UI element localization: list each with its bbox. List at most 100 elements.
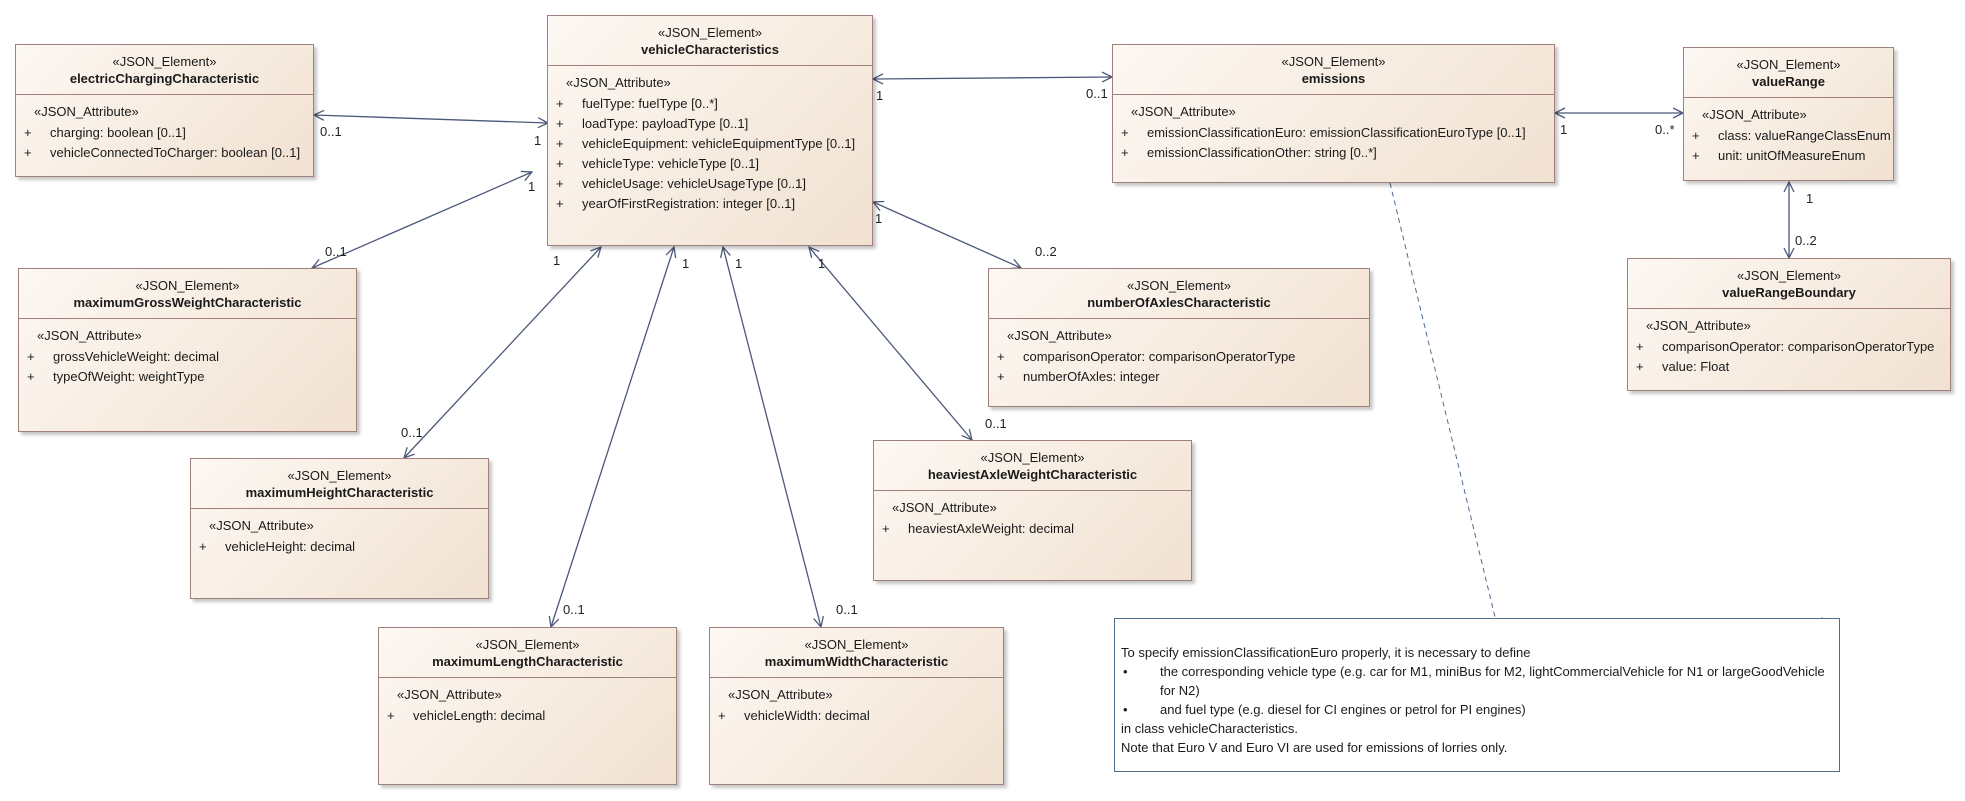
stereotype-label: «JSON_Element» — [1126, 278, 1232, 293]
attribute-row[interactable]: +class: valueRangeClassEnum — [1690, 126, 1891, 146]
attribute-row[interactable]: + vehicleConnectedToCharger: boolean [0..… — [22, 143, 307, 163]
visibility-marker: + — [24, 145, 32, 160]
note-line: Note that Euro V and Euro VI are used fo… — [1121, 740, 1508, 755]
attribute-row[interactable]: +vehicleLength: decimal — [385, 706, 670, 726]
visibility-marker: + — [387, 708, 395, 723]
class-maximum-gross-weight-characteristic[interactable]: «JSON_Element» maximumGrossWeightCharact… — [18, 268, 357, 432]
attribute-row[interactable]: +numberOfAxles: integer — [995, 367, 1363, 387]
class-name: electricChargingCharacteristic — [69, 71, 260, 86]
attribute-stereotype: «JSON_Attribute» — [1646, 318, 1751, 333]
visibility-marker: + — [997, 369, 1005, 384]
attribute-row[interactable]: +charging: boolean [0..1] — [22, 123, 307, 143]
association-gw-vc[interactable] — [312, 172, 532, 268]
attribute-row[interactable]: + heaviestAxleWeight: decimal — [880, 519, 1185, 539]
attribute-row[interactable]: +comparisonOperator: comparisonOperatorT… — [1634, 337, 1944, 357]
attribute-row[interactable]: +yearOfFirstRegistration: integer [0..1] — [554, 194, 866, 214]
multiplicity-label: 0..1 — [836, 602, 858, 617]
visibility-marker: + — [882, 521, 890, 536]
attribute-row[interactable]: + vehicleHeight: decimal — [197, 537, 482, 557]
association-width-vc[interactable] — [723, 247, 821, 627]
attribute-text: emissionClassificationEuro: emissionClas… — [1147, 125, 1526, 140]
multiplicity-label: 1 — [818, 256, 826, 271]
attribute-text: fuelType: fuelType [0..*] — [582, 96, 718, 111]
note-emission-classification[interactable]: To specify emissionClassificationEuro pr… — [1114, 618, 1840, 772]
class-electric-charging-characteristic[interactable]: «JSON_Element» electricChargingCharacter… — [15, 44, 314, 177]
attribute-row[interactable]: +comparisonOperator: comparisonOperatorT… — [995, 347, 1363, 367]
attribute-text: vehicleWidth: decimal — [744, 708, 870, 723]
attribute-text: vehicleHeight: decimal — [225, 539, 356, 554]
attribute-stereotype: «JSON_Attribute» — [1131, 104, 1236, 119]
class-name: valueRangeBoundary — [1722, 285, 1856, 300]
visibility-marker: + — [27, 369, 35, 384]
association-heavy-vc[interactable] — [809, 247, 972, 440]
attribute-stereotype: «JSON_Attribute» — [397, 687, 502, 702]
multiplicity-label: 1 — [682, 256, 690, 271]
attribute-row[interactable]: +vehicleType: vehicleType [0..1] — [554, 154, 866, 174]
attribute-row[interactable]: + vehicleWidth: decimal — [716, 706, 997, 726]
association-ec-vc[interactable] — [314, 115, 548, 123]
class-value-range[interactable]: «JSON_Element» valueRange «JSON_Attribut… — [1683, 47, 1894, 181]
attribute-stereotype: «JSON_Attribute» — [34, 104, 139, 119]
attribute-row[interactable]: +grossVehicleWeight: decimal — [25, 347, 350, 367]
class-number-of-axles-characteristic[interactable]: «JSON_Element» numberOfAxlesCharacterist… — [988, 268, 1370, 407]
stereotype-label: «JSON_Element» — [112, 54, 217, 69]
class-maximum-height-characteristic[interactable]: «JSON_Element» maximumHeightCharacterist… — [190, 458, 489, 599]
bullet-symbol: • — [1123, 664, 1128, 679]
attribute-row[interactable]: + loadType: payloadType [0..1] — [554, 114, 866, 134]
visibility-marker: + — [1121, 145, 1129, 160]
stereotype-label: «JSON_Element» — [1736, 268, 1842, 283]
attribute-text: comparisonOperator: comparisonOperatorTy… — [1023, 349, 1296, 364]
attribute-row[interactable]: +unit: unitOfMeasureEnum — [1690, 146, 1887, 166]
association-vc-emissions[interactable] — [873, 77, 1112, 79]
class-value-range-boundary[interactable]: «JSON_Element» valueRangeBoundary «JSON_… — [1627, 258, 1951, 391]
stereotype-label: «JSON_Element» — [804, 637, 909, 652]
attribute-row[interactable]: +vehicleUsage: vehicleUsageType [0..1] — [554, 174, 866, 194]
multiplicity-label: 0..1 — [1086, 86, 1108, 101]
visibility-marker: + — [1636, 339, 1644, 354]
visibility-marker: + — [1636, 359, 1644, 374]
attribute-row[interactable]: + typeOfWeight: weightType — [25, 367, 350, 387]
attribute-row[interactable]: +emissionClassificationOther: string [0.… — [1119, 143, 1548, 163]
attribute-stereotype: «JSON_Attribute» — [37, 328, 142, 343]
association-length-vc[interactable] — [551, 247, 674, 627]
class-maximum-width-characteristic[interactable]: «JSON_Element» maximumWidthCharacteristi… — [709, 627, 1004, 785]
attribute-text: heaviestAxleWeight: decimal — [908, 521, 1074, 536]
attribute-text: vehicleConnectedToCharger: boolean [0..1… — [50, 145, 301, 160]
multiplicity-label: 0..1 — [320, 124, 342, 139]
attribute-stereotype: «JSON_Attribute» — [1007, 328, 1112, 343]
attribute-stereotype: «JSON_Attribute» — [1702, 107, 1807, 122]
attribute-text: class: valueRangeClassEnum — [1718, 128, 1891, 143]
class-maximum-length-characteristic[interactable]: «JSON_Element» maximumLengthCharacterist… — [378, 627, 677, 785]
class-name: heaviestAxleWeightCharacteristic — [927, 467, 1138, 482]
attribute-row[interactable]: +vehicleEquipment: vehicleEquipmentType … — [554, 134, 866, 154]
attribute-text: yearOfFirstRegistration: integer [0..1] — [582, 196, 796, 211]
association-height-vc[interactable] — [404, 247, 601, 458]
stereotype-label: «JSON_Element» — [1736, 57, 1841, 72]
multiplicity-label: 1 — [1560, 122, 1568, 137]
attribute-stereotype: «JSON_Attribute» — [892, 500, 997, 515]
class-heaviest-axle-weight-characteristic[interactable]: «JSON_Element» heaviestAxleWeightCharact… — [873, 440, 1192, 581]
visibility-marker: + — [556, 136, 564, 151]
class-vehicle-characteristics[interactable]: «JSON_Element» vehicleCharacteristics «J… — [547, 15, 873, 246]
visibility-marker: + — [556, 116, 564, 131]
stereotype-label: «JSON_Element» — [287, 468, 392, 483]
multiplicity-label: 0..2 — [1795, 233, 1817, 248]
class-name: vehicleCharacteristics — [640, 42, 780, 57]
stereotype-label: «JSON_Element» — [135, 278, 240, 293]
attribute-row[interactable]: +fuelType: fuelType [0..*] — [554, 94, 866, 114]
attribute-row[interactable]: +emissionClassificationEuro: emissionCla… — [1119, 123, 1548, 143]
visibility-marker: + — [718, 708, 726, 723]
attribute-stereotype: «JSON_Attribute» — [209, 518, 314, 533]
note-bullet-text: the corresponding vehicle type (e.g. car… — [1160, 664, 1825, 698]
multiplicity-label: 1 — [534, 133, 542, 148]
visibility-marker: + — [27, 349, 35, 364]
attribute-text: loadType: payloadType [0..1] — [582, 116, 749, 131]
multiplicity-label: 1 — [875, 211, 883, 226]
attribute-row[interactable]: +value: Float — [1634, 357, 1944, 377]
attribute-text: typeOfWeight: weightType — [53, 369, 205, 384]
visibility-marker: + — [199, 539, 207, 554]
visibility-marker: + — [556, 156, 564, 171]
note-bullet: • the corresponding vehicle type (e.g. c… — [1121, 662, 1831, 700]
class-emissions[interactable]: «JSON_Element» emissions «JSON_Attribute… — [1112, 44, 1555, 183]
association-axles-vc[interactable] — [873, 202, 1021, 268]
